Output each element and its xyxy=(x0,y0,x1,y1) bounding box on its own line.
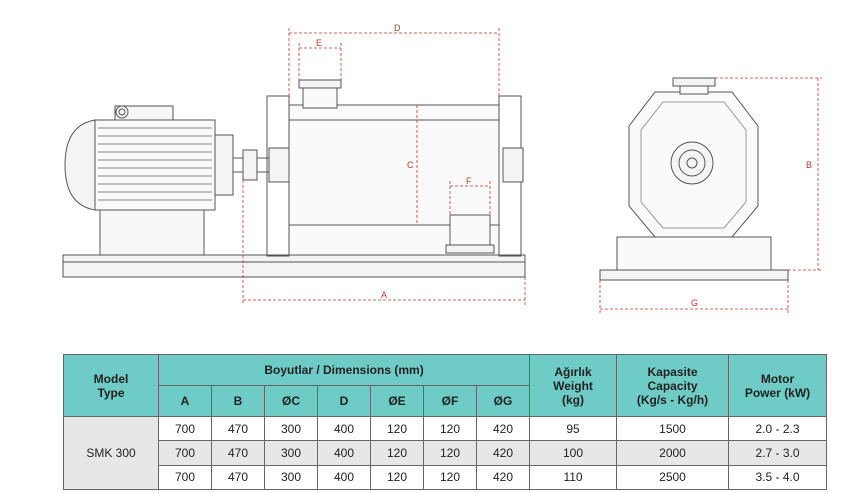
header-col-b: B xyxy=(211,385,265,417)
table-row: SMK 300 700 470 300 400 120 120 420 95 1… xyxy=(63,415,828,490)
model-name: SMK 300 xyxy=(63,416,159,490)
dim-label-d: D xyxy=(394,23,401,33)
side-view-dimensions xyxy=(242,28,526,305)
technical-drawing: D E C F A B G xyxy=(62,23,822,313)
drum-body xyxy=(266,79,524,257)
table-row: 700 470 300 400 120 120 420 100 2000 2.7… xyxy=(64,440,828,466)
header-col-c: ØC xyxy=(264,385,318,417)
header-capacity: Kapasite Capacity (Kg/s - Kg/h) xyxy=(616,354,730,417)
table-row: 700 470 300 400 120 120 420 110 2500 3.5… xyxy=(64,464,828,491)
spec-table: Model Type Boyutlar / Dimensions (mm) Ağ… xyxy=(63,354,828,491)
header-model-type: Model Type xyxy=(63,354,159,417)
header-col-g: ØG xyxy=(475,385,531,417)
motor xyxy=(64,105,234,256)
dim-label-e: E xyxy=(316,38,322,48)
header-motor-power: Motor Power (kW) xyxy=(728,354,828,417)
dim-label-b: B xyxy=(806,160,812,170)
coupling xyxy=(232,147,290,183)
header-weight: Ağırlık Weight (kg) xyxy=(529,354,618,417)
dim-label-c: C xyxy=(407,160,414,170)
dim-label-a: A xyxy=(381,290,387,300)
front-view xyxy=(599,77,789,281)
header-col-d: D xyxy=(317,385,371,417)
side-view xyxy=(62,79,526,278)
header-dimensions: Boyutlar / Dimensions (mm) xyxy=(157,354,531,386)
front-view-dimensions xyxy=(599,77,822,313)
header-col-e: ØE xyxy=(370,385,424,417)
header-col-f: ØF xyxy=(423,385,477,417)
dim-label-g: G xyxy=(691,298,698,308)
dim-label-f: F xyxy=(466,176,472,186)
header-col-a: A xyxy=(158,385,212,417)
